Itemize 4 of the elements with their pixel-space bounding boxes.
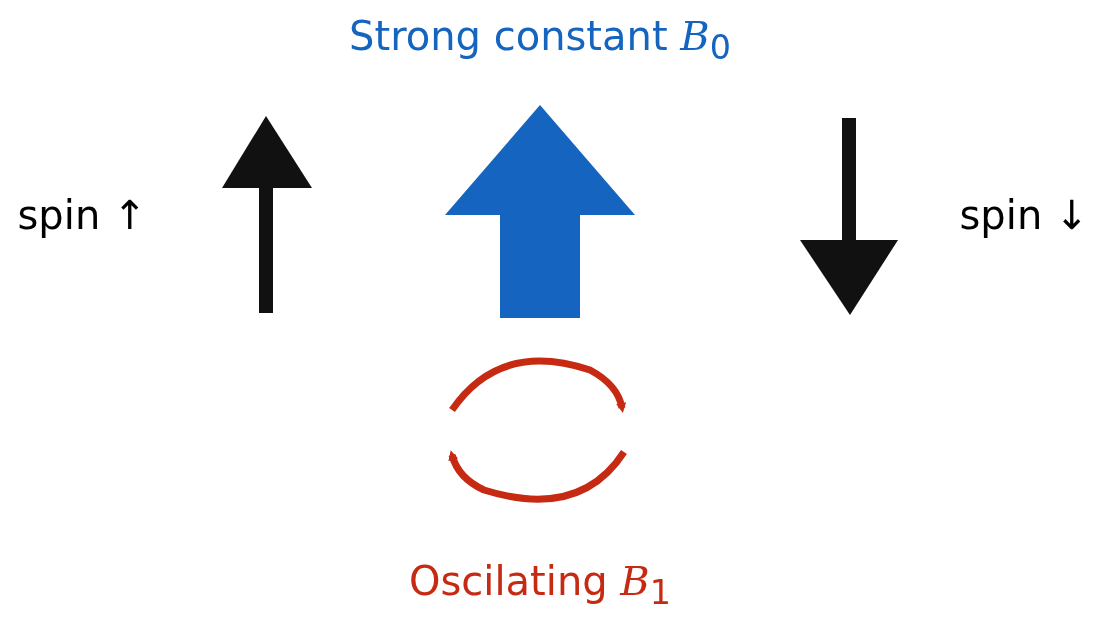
title-text: Strong constant B$_{0}$ xyxy=(349,13,731,67)
spin-up-label: spin ↑ xyxy=(17,192,147,238)
spin-down-label: spin ↓ xyxy=(959,192,1089,238)
oscillating-field-label: Oscilating B$_{1}$ xyxy=(409,558,671,612)
